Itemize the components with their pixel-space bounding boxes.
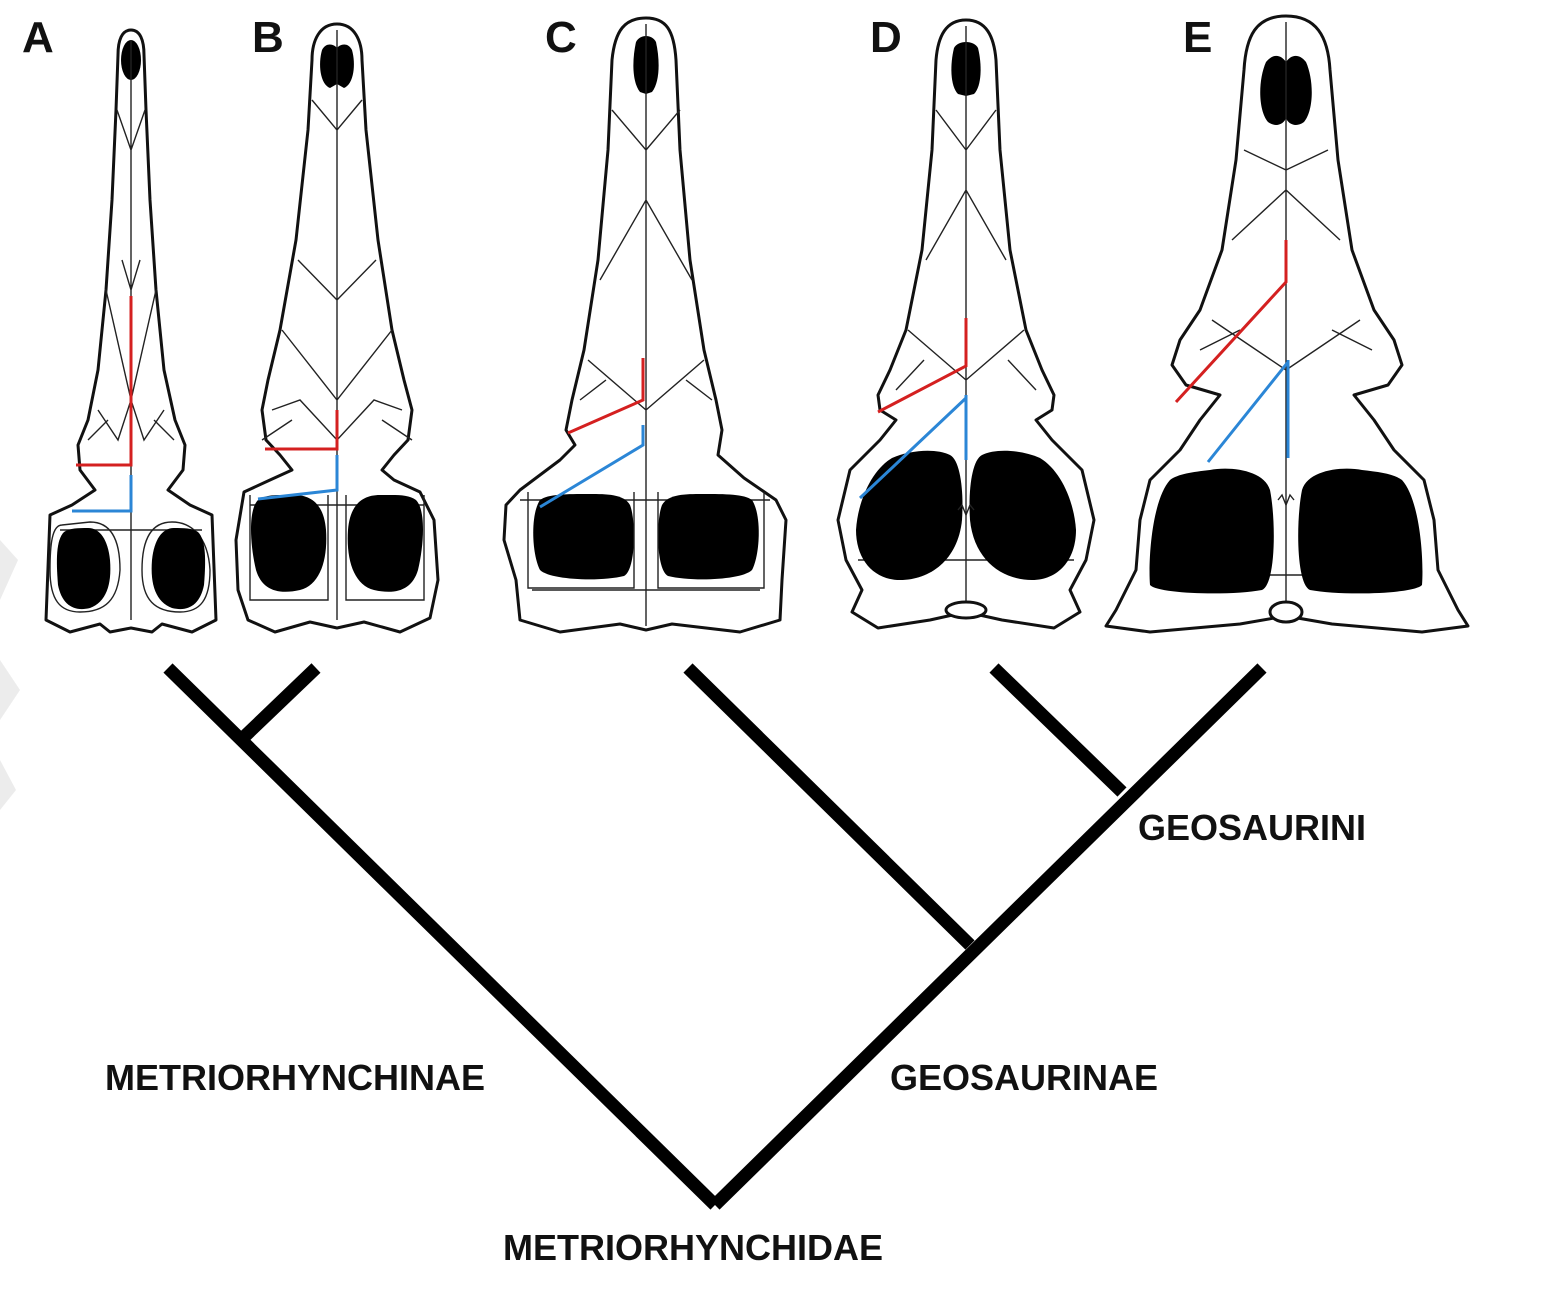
watermark: [0, 540, 20, 810]
red-marker-b: [265, 410, 339, 451]
blue-marker-c: [539, 425, 645, 509]
clade-label-geosaurini: GEOSAURINI: [1138, 807, 1366, 848]
red-marker-a: [76, 296, 133, 467]
red-marker-e: [1174, 240, 1288, 404]
branch-c: [683, 663, 975, 950]
red-marker-d: [877, 318, 968, 414]
blue-marker-a: [72, 475, 133, 513]
clade-label-geosaurinae: GEOSAURINAE: [890, 1057, 1158, 1098]
panel-letter-b: B: [252, 13, 284, 62]
blue-markers: [72, 360, 1290, 513]
clade-label-metriorhynchinae: METRIORHYNCHINAE: [105, 1057, 485, 1098]
phylogeny-tree: [163, 663, 1267, 1210]
blue-marker-d: [858, 395, 968, 500]
skull-c: [502, 16, 788, 634]
skull-b: [234, 22, 440, 634]
panel-letter-c: C: [545, 13, 577, 62]
blue-marker-e: [1206, 360, 1290, 463]
branch-root-right: [710, 663, 1267, 1210]
branch-root-left: [163, 663, 720, 1210]
clade-label-metriorhynchidae: METRIORHYNCHIDAE: [503, 1227, 883, 1268]
blue-marker-b: [257, 455, 339, 501]
panel-letter-e: E: [1183, 13, 1212, 62]
panel-letter-a: A: [22, 13, 54, 62]
red-markers: [76, 240, 1288, 467]
branch-d: [989, 663, 1127, 797]
skull-e: [1104, 14, 1470, 634]
branch-b: [239, 663, 321, 742]
red-marker-c: [567, 358, 645, 435]
panel-letter-d: D: [870, 13, 902, 62]
